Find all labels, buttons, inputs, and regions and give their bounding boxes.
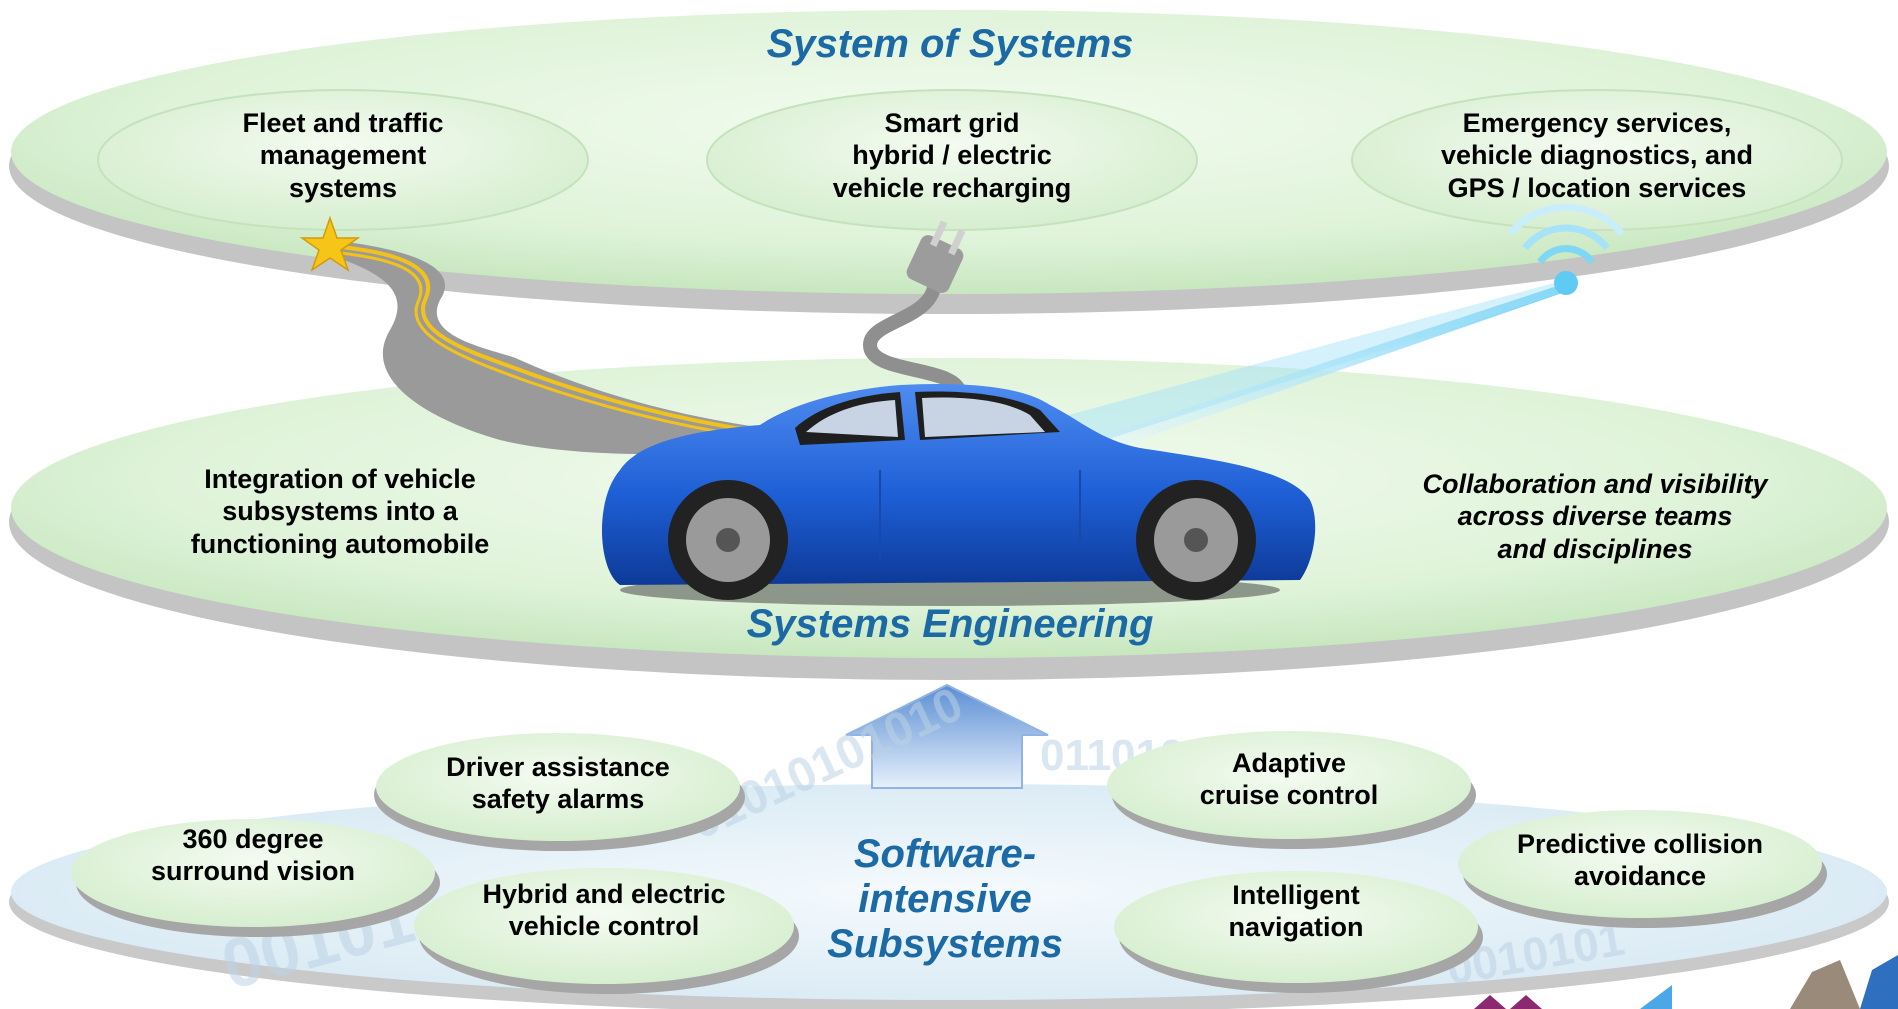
driver-assistance-node (376, 733, 740, 841)
star-icon (299, 215, 361, 272)
intelligent-navigation-label: Intelligent navigation (1228, 880, 1364, 943)
driver-assistance-label: Driver assistance safety alarms (446, 752, 670, 815)
intelligent-navigation-node (1114, 871, 1478, 983)
corner-decoration (1474, 955, 1898, 1009)
surround-vision-node (71, 819, 435, 927)
fleet-node (97, 89, 589, 231)
integration-label: Integration of vehicle subsystems into a… (190, 464, 490, 559)
surround-vision-label: 360 degree surround vision (150, 824, 356, 887)
systems-engineering-title: Systems Engineering (746, 602, 1154, 646)
up-arrow-icon (845, 683, 1049, 789)
fleet-label: Fleet and traffic management systems (242, 108, 444, 203)
hybrid-control-node (414, 868, 794, 984)
system-of-systems-title: System of Systems (766, 22, 1134, 66)
adaptive-cruise-label: Adaptive cruise control (1199, 748, 1379, 811)
hybrid-control-label: Hybrid and electric vehicle control (482, 879, 726, 942)
car-image (601, 384, 1316, 606)
software-subsystems-title: Software- intensive Subsystems (827, 832, 1063, 966)
smart-grid-node (706, 89, 1198, 231)
wireless-signal-icon (1050, 203, 1625, 450)
collaboration-label: Collaboration and visibility across dive… (1422, 469, 1768, 564)
emergency-node (1351, 89, 1843, 231)
adaptive-cruise-node (1107, 731, 1471, 839)
emergency-label: Emergency services, vehicle diagnostics,… (1440, 108, 1754, 203)
collision-avoidance-label: Predictive collision avoidance (1516, 829, 1764, 892)
road-icon (329, 240, 780, 455)
collision-avoidance-node (1458, 810, 1822, 918)
smart-grid-label: Smart grid hybrid / electric vehicle rec… (832, 108, 1072, 203)
